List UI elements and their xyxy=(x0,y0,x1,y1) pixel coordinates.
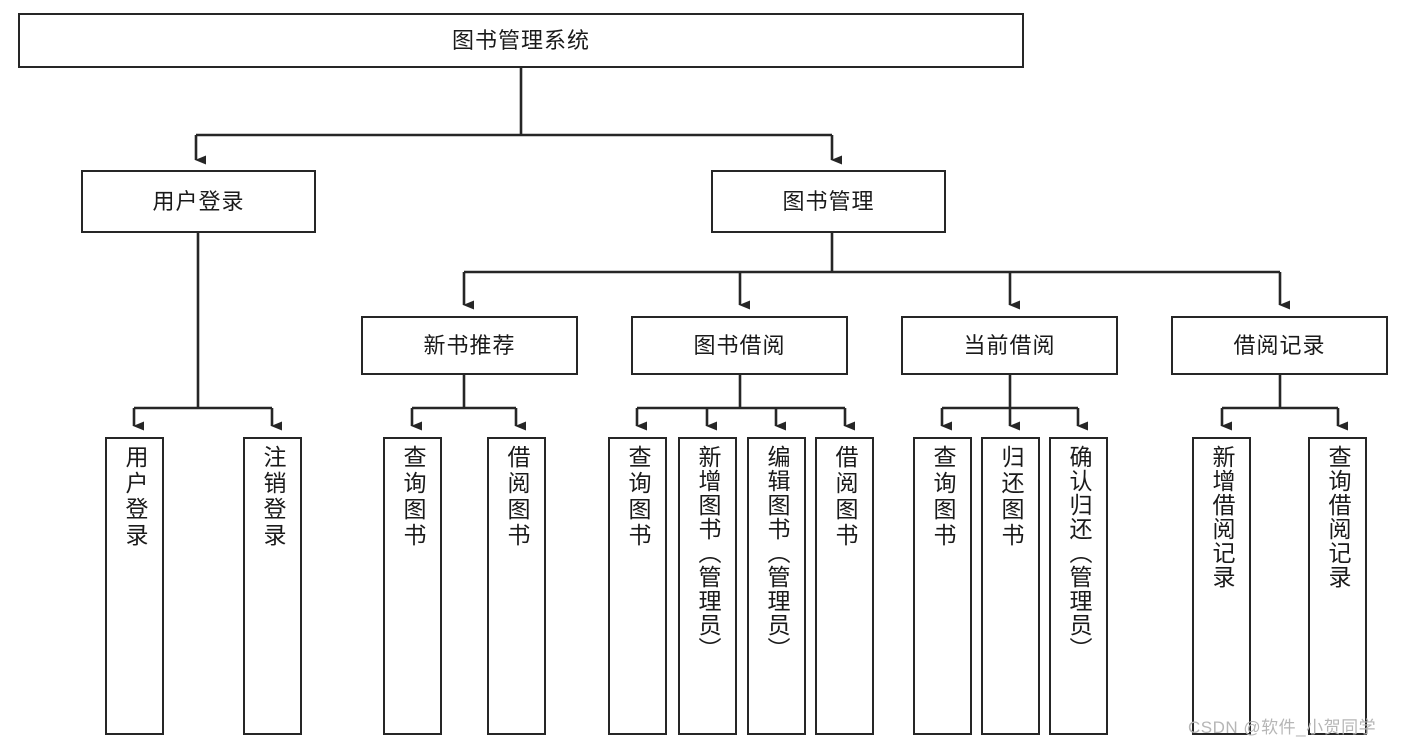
node-label: 借阅图书 xyxy=(832,445,858,549)
node-leaf-query-book-3[interactable]: 查询图书 xyxy=(913,437,972,735)
node-label: 归还图书 xyxy=(998,445,1024,549)
node-leaf-query-book-2[interactable]: 查询图书 xyxy=(608,437,667,735)
node-leaf-edit-book[interactable]: 编辑图书（管理员） xyxy=(747,437,806,735)
node-label: 用户登录 xyxy=(152,188,245,214)
node-label: 查询图书 xyxy=(625,445,651,549)
node-label: 查询借阅记录 xyxy=(1325,445,1351,589)
node-label: 图书借阅 xyxy=(693,332,786,358)
node-label: 当前借阅 xyxy=(963,332,1056,358)
node-new-book-recommend[interactable]: 新书推荐 xyxy=(361,316,578,375)
node-label: 新增图书（管理员） xyxy=(695,445,721,661)
node-leaf-borrow-book-1[interactable]: 借阅图书 xyxy=(487,437,546,735)
node-root-system[interactable]: 图书管理系统 xyxy=(18,13,1024,68)
node-leaf-query-book-1[interactable]: 查询图书 xyxy=(383,437,442,735)
watermark-text: CSDN @软件_小贺同学 xyxy=(1188,718,1377,737)
node-label: 借阅记录 xyxy=(1233,332,1326,358)
node-label: 用户登录 xyxy=(122,445,148,549)
node-label: 新增借阅记录 xyxy=(1209,445,1235,589)
node-label: 图书管理系统 xyxy=(451,27,590,53)
node-borrow-record[interactable]: 借阅记录 xyxy=(1171,316,1388,375)
node-label: 借阅图书 xyxy=(504,445,530,549)
node-label: 查询图书 xyxy=(930,445,956,549)
node-book-manage[interactable]: 图书管理 xyxy=(711,170,946,233)
node-leaf-borrow-book-2[interactable]: 借阅图书 xyxy=(815,437,874,735)
node-current-borrow[interactable]: 当前借阅 xyxy=(901,316,1118,375)
node-label: 查询图书 xyxy=(400,445,426,549)
node-user-login[interactable]: 用户登录 xyxy=(81,170,316,233)
node-leaf-confirm-return[interactable]: 确认归还（管理员） xyxy=(1049,437,1108,735)
node-leaf-user-logout[interactable]: 注销登录 xyxy=(243,437,302,735)
node-leaf-user-login[interactable]: 用户登录 xyxy=(105,437,164,735)
node-label: 新书推荐 xyxy=(423,332,516,358)
node-leaf-add-book[interactable]: 新增图书（管理员） xyxy=(678,437,737,735)
node-leaf-query-borrow-record[interactable]: 查询借阅记录 xyxy=(1308,437,1367,735)
node-book-borrow[interactable]: 图书借阅 xyxy=(631,316,848,375)
node-label: 确认归还（管理员） xyxy=(1066,445,1092,661)
node-leaf-add-borrow-record[interactable]: 新增借阅记录 xyxy=(1192,437,1251,735)
node-label: 图书管理 xyxy=(782,188,875,214)
node-leaf-return-book[interactable]: 归还图书 xyxy=(981,437,1040,735)
node-label: 编辑图书（管理员） xyxy=(764,445,790,661)
node-label: 注销登录 xyxy=(260,445,286,549)
